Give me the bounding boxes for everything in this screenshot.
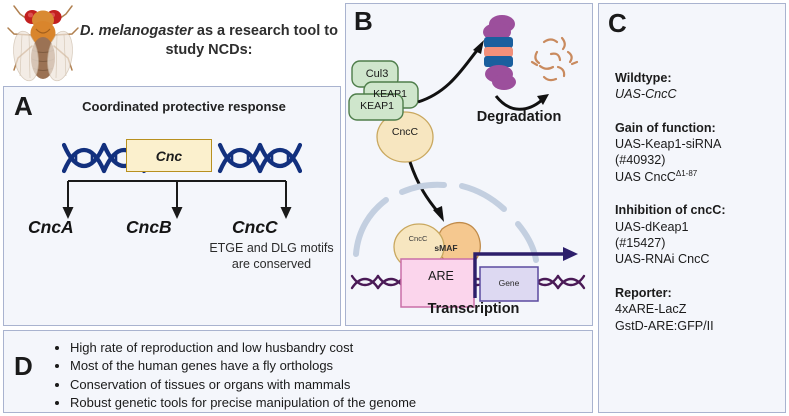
- arrow-to-debris: [494, 94, 549, 111]
- panel-c-line: (#15427): [615, 236, 666, 251]
- panel-a: A Coordinated protective response: [3, 86, 341, 326]
- panel-b: B: [345, 3, 593, 326]
- arrow-to-nucleus: [408, 161, 444, 222]
- branch-arrows-graphic: [34, 175, 314, 230]
- figure-header: D. melanogaster as a research tool to st…: [78, 12, 340, 70]
- panel-b-letter: B: [354, 6, 373, 36]
- panel-c-line: UAS-Keap1-siRNA: [615, 137, 722, 152]
- panel-d-bullet: Conservation of tissues or organs with m…: [70, 376, 605, 394]
- panel-b-diagram: [348, 15, 586, 308]
- cnc-gene-box: Cnc: [126, 139, 212, 172]
- panel-c-line: UAS-RNAi CncC: [615, 252, 710, 267]
- panel-c-line: 4xARE-LacZ: [615, 302, 687, 317]
- panel-c-group: Inhibition of cncC:UAS-dKeap1 (#15427)UAS…: [615, 202, 781, 267]
- cnca-label: CncA: [28, 217, 74, 237]
- transcription-arrow: [473, 247, 578, 298]
- proteasome-graphic: [483, 15, 516, 90]
- cncc-label: CncC: [232, 217, 278, 237]
- cncb-label: CncB: [126, 217, 172, 237]
- drosophila-fly-icon: [6, 2, 80, 86]
- header-title: D. melanogaster as a research tool to st…: [78, 22, 340, 60]
- panel-a-title: Coordinated protective response: [82, 99, 286, 114]
- gene-box: [479, 266, 539, 302]
- panel-d-bullet: High rate of reproduction and low husban…: [70, 339, 605, 357]
- panel-c: C Wildtype: UAS-CncC Gain of function: UAS-…: [598, 3, 786, 413]
- header-title-species: D. melanogaster: [80, 22, 193, 39]
- nuclear-membrane: [353, 181, 539, 263]
- panel-c-content: Wildtype: UAS-CncC Gain of function: UAS-Ke…: [615, 70, 781, 351]
- panel-c-group: Gain of function: UAS-Keap1-siRNA(#40932)…: [615, 120, 781, 186]
- panel-c-line: (#40932): [615, 153, 666, 168]
- panel-c-line-superscript: Δ1-87: [675, 168, 698, 178]
- panel-d-bullet: Robust genetic tools for precise manipul…: [70, 394, 605, 412]
- panel-d: D High rate of reproduction and low husb…: [3, 330, 593, 413]
- degraded-protein-debris: [530, 36, 579, 82]
- panel-c-line: UAS-dKeap1: [615, 219, 689, 234]
- panel-c-group: Wildtype: UAS-CncC: [615, 70, 781, 103]
- panel-d-bullet-list: High rate of reproduction and low husban…: [52, 339, 605, 413]
- are-box: [400, 258, 475, 308]
- panel-c-line: UAS CncCΔ1-87: [615, 168, 698, 184]
- panel-a-letter: A: [14, 91, 33, 121]
- panel-c-line: UAS-CncC: [615, 87, 677, 102]
- panel-c-group-heading: Wildtype:: [615, 71, 672, 85]
- header-title-rest: as a research tool to study NCDs:: [165, 22, 338, 58]
- motif-note: ETGE and DLG motifs are conserved: [209, 241, 334, 271]
- panel-d-bullet: Most of the human genes have a fly ortho…: [70, 357, 605, 375]
- panel-c-letter: C: [608, 8, 627, 38]
- panel-c-line: GstD-ARE:GFP/II: [615, 318, 714, 333]
- panel-c-group-heading: Reporter:: [615, 285, 672, 300]
- panel-c-group-heading: Inhibition of cncC:: [615, 203, 726, 218]
- keap1-cul3-cncc-complex: [348, 60, 434, 163]
- panel-c-group-heading: Gain of function:: [615, 120, 716, 135]
- panel-d-letter: D: [14, 351, 33, 381]
- arrow-to-proteasome: [417, 40, 484, 104]
